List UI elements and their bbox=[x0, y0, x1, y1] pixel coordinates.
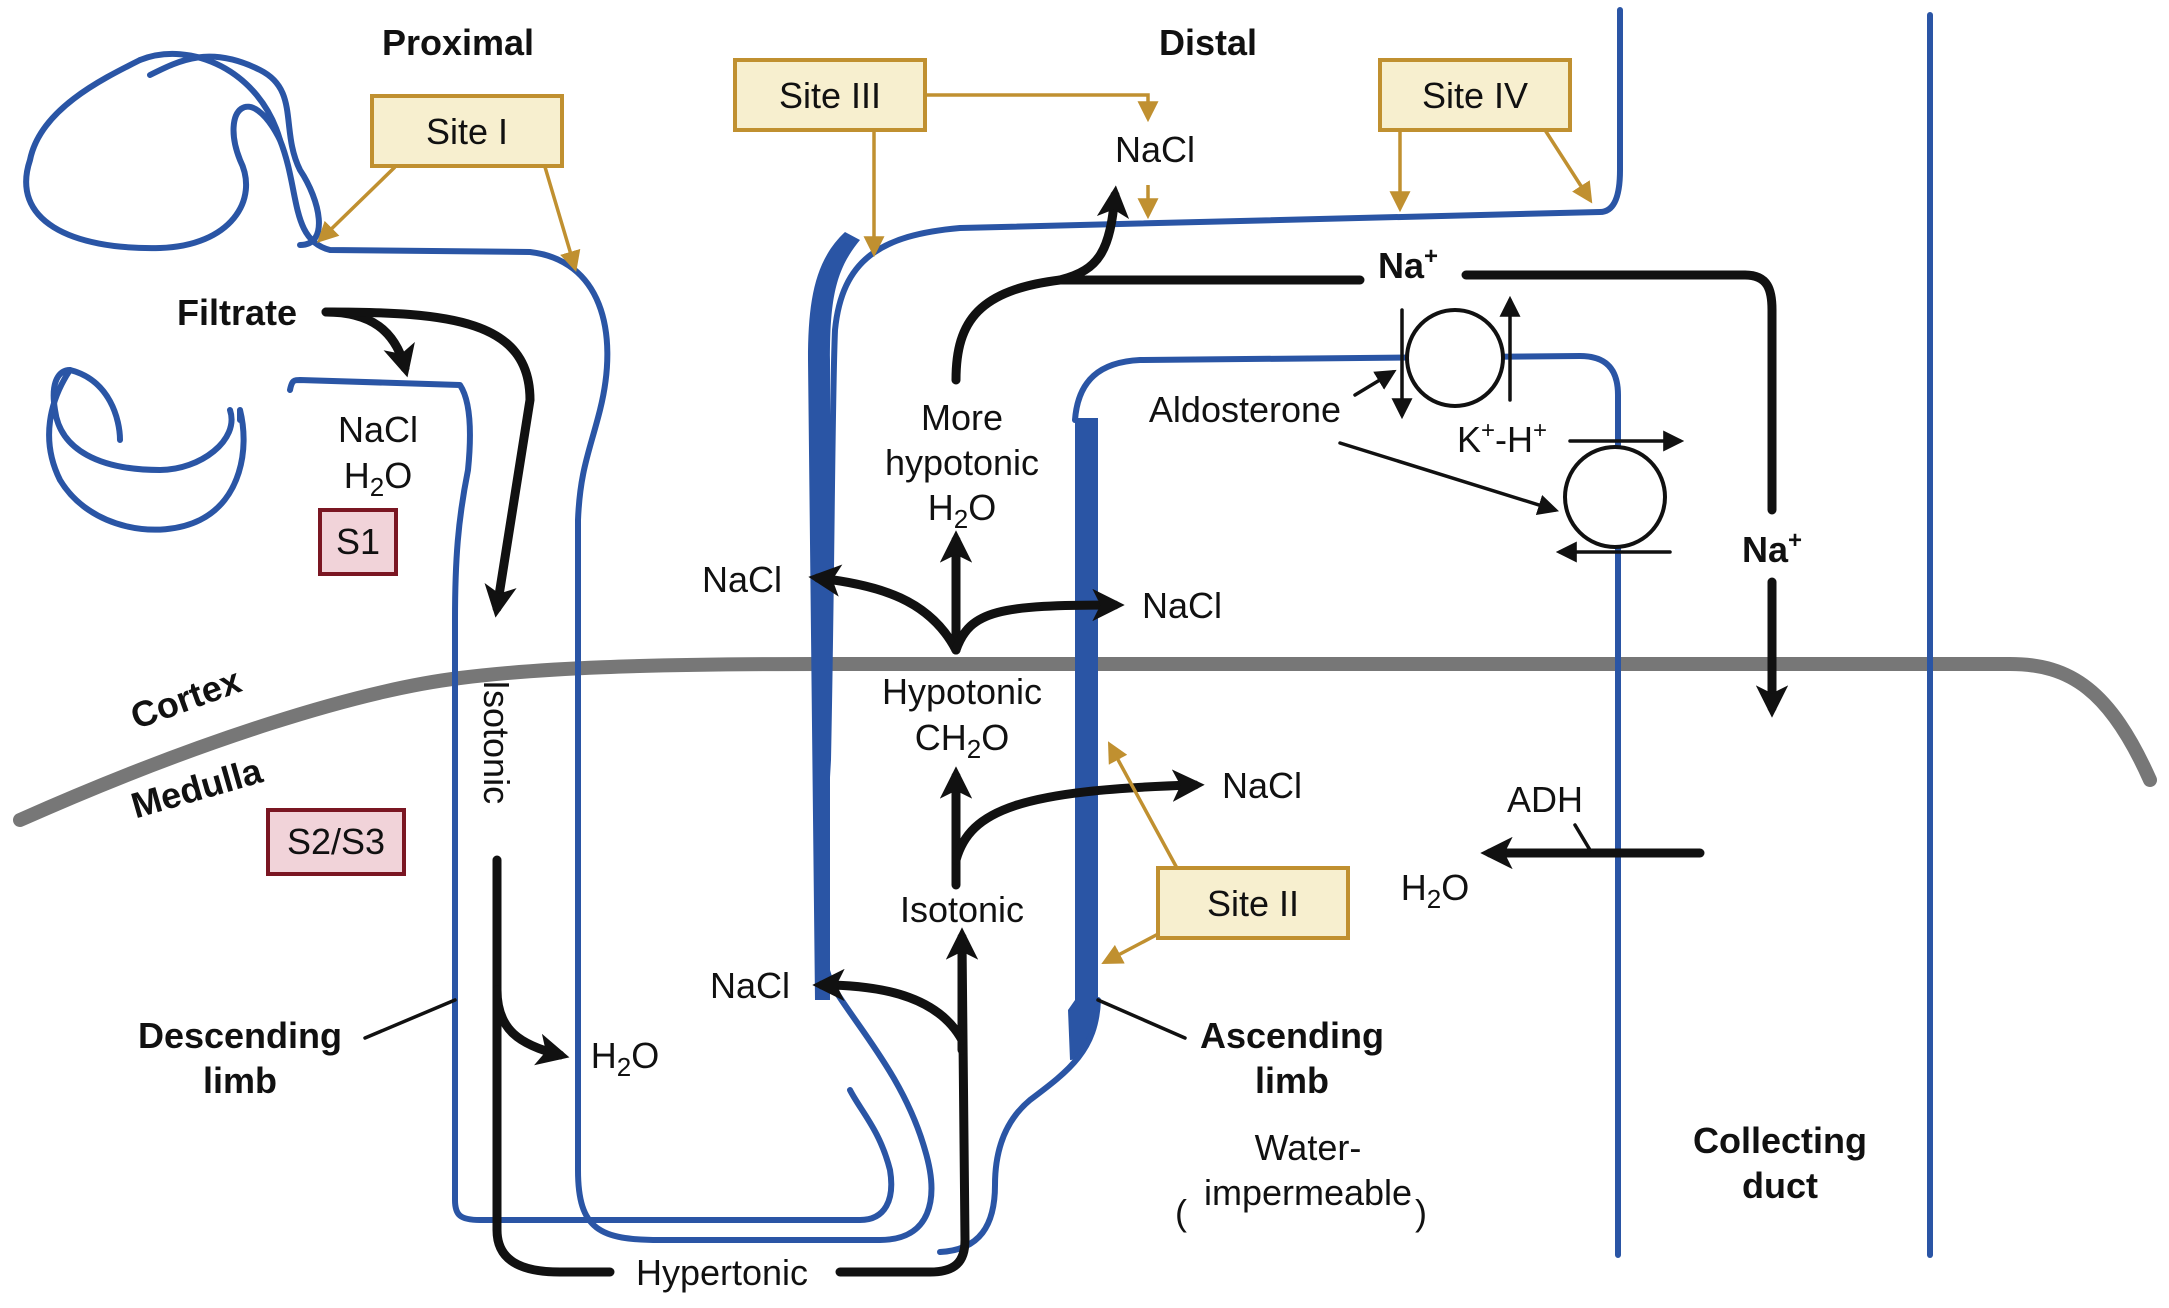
proximal-label: Proximal bbox=[382, 22, 534, 63]
proximal-tubule-outer-wall bbox=[23, 7, 1623, 1243]
hypertonic-flow-right bbox=[835, 935, 970, 1277]
site4-label: Site IV bbox=[1422, 75, 1528, 116]
water-impermeable-label-2: impermeable bbox=[1204, 1172, 1412, 1213]
descending-h2o-label: H2O bbox=[591, 1035, 659, 1082]
descending-label-2: limb bbox=[203, 1060, 277, 1101]
ascending-label-2: limb bbox=[1255, 1060, 1329, 1101]
nacl-efflux-right bbox=[951, 588, 1125, 655]
isotonic-arrow-to-h2o bbox=[492, 855, 570, 1066]
more-h2o-label: H2O bbox=[928, 487, 996, 534]
proximal-tubule-inner-wall bbox=[46, 50, 895, 1223]
descending-leader bbox=[363, 998, 457, 1040]
more-hypotonic-arrow-up bbox=[951, 185, 1130, 385]
ascending-label-1: Ascending bbox=[1200, 1015, 1384, 1056]
na-top-label: Na+ bbox=[1378, 243, 1438, 286]
collecting-label-2: duct bbox=[1742, 1165, 1818, 1206]
ascending-limb-thick-wall-right bbox=[1068, 418, 1098, 1060]
descending-isotonic-label: Isotonic bbox=[476, 680, 517, 804]
water-impermeable-label-1: Water- bbox=[1255, 1127, 1362, 1168]
filtrate-label: Filtrate bbox=[177, 292, 297, 333]
descending-flow-bottom bbox=[492, 985, 615, 1277]
site2-box bbox=[1156, 866, 1350, 940]
adh-tick bbox=[1573, 823, 1592, 852]
site1-pointer-left bbox=[316, 165, 397, 243]
cortex-label: Cortex bbox=[125, 659, 246, 737]
site1-box bbox=[370, 94, 564, 168]
site3-label: Site III bbox=[779, 75, 881, 116]
nacl-efflux-bottom bbox=[812, 968, 967, 1045]
distal-nacl-label: NaCl bbox=[1115, 129, 1195, 170]
s1-box bbox=[318, 508, 398, 576]
site3-pointer-nacl bbox=[927, 93, 1159, 123]
proximal-h2o-label: H2O bbox=[344, 455, 412, 502]
site3-box bbox=[733, 58, 927, 132]
ascending-limb-outer-curve bbox=[937, 997, 1101, 1255]
proximal-nacl-label: NaCl bbox=[338, 409, 418, 450]
filtrate-arrow-to-nacl bbox=[321, 307, 415, 378]
nacl-right-label: NaCl bbox=[1142, 585, 1222, 626]
filtrate-arrow-down bbox=[321, 307, 535, 618]
ascending-leader bbox=[1096, 998, 1187, 1040]
site2-label: Site II bbox=[1207, 883, 1299, 924]
ch2o-label: CH2O bbox=[915, 717, 1009, 764]
proximal-tubule-loop-lower bbox=[50, 367, 235, 473]
aldosterone-arrow-1 bbox=[1353, 369, 1397, 397]
site4-pointer-right bbox=[1543, 129, 1593, 204]
collecting-label-1: Collecting bbox=[1693, 1120, 1867, 1161]
distal-tubule-inner-wall bbox=[1072, 353, 1621, 1258]
na-transport-line bbox=[1055, 270, 1777, 515]
site1-pointer-right bbox=[543, 166, 581, 273]
na-k-pump bbox=[1405, 308, 1505, 408]
aldosterone-arrow-2 bbox=[1338, 441, 1560, 516]
descending-label-1: Descending bbox=[138, 1015, 342, 1056]
site1-label: Site I bbox=[426, 111, 508, 152]
proximal-tubule-loop-top bbox=[147, 53, 322, 248]
more-label: More bbox=[921, 397, 1003, 438]
site2-pointer-up bbox=[1107, 741, 1180, 871]
hypertonic-label: Hypertonic bbox=[636, 1252, 808, 1293]
kh-label: K+-H+ bbox=[1457, 417, 1547, 460]
s2s3-label: S2/S3 bbox=[287, 821, 385, 862]
site2-nacl-label: NaCl bbox=[1222, 765, 1302, 806]
s1-label: S1 bbox=[336, 521, 380, 562]
distal-label: Distal bbox=[1159, 22, 1257, 63]
nacl-efflux-left bbox=[808, 564, 961, 655]
water-paren-right: ) bbox=[1415, 1192, 1427, 1233]
s2s3-box bbox=[266, 808, 406, 876]
ascending-isotonic-label: Isotonic bbox=[900, 889, 1024, 930]
nacl-left-label: NaCl bbox=[702, 559, 782, 600]
site2-pointer-down bbox=[1101, 931, 1161, 964]
aldosterone-label: Aldosterone bbox=[1149, 389, 1341, 430]
cortex-medulla-boundary bbox=[13, 657, 2157, 827]
na-right-label: Na+ bbox=[1742, 527, 1802, 570]
hypotonic-label: Hypotonic bbox=[882, 671, 1042, 712]
water-paren-left: ( bbox=[1175, 1192, 1187, 1233]
more-hypotonic-label: hypotonic bbox=[885, 442, 1039, 483]
collecting-h2o-label: H2O bbox=[1401, 867, 1469, 914]
k-h-exchanger bbox=[1563, 445, 1667, 549]
ascending-nacl-bottom-label: NaCl bbox=[710, 965, 790, 1006]
site4-box bbox=[1378, 58, 1572, 132]
ascending-limb-thick-wall-left bbox=[808, 232, 860, 1000]
adh-label: ADH bbox=[1507, 779, 1583, 820]
